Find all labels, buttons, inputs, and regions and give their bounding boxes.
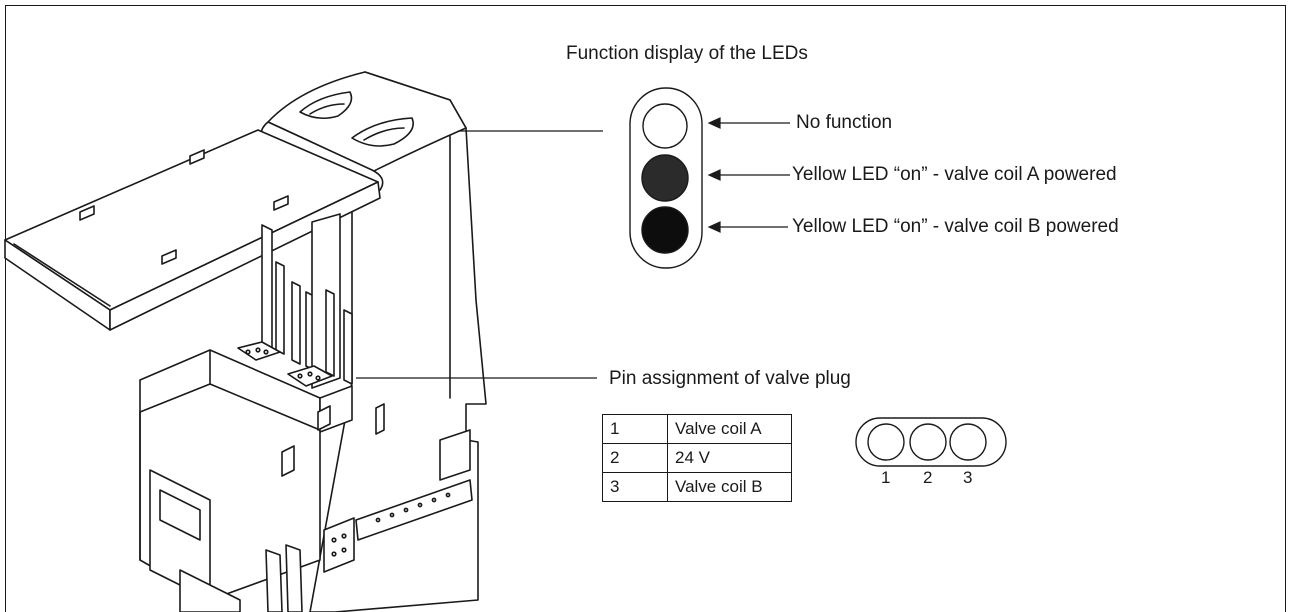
- led-indicator-panel: [629, 87, 790, 269]
- table-row: 2 24 V: [602, 443, 792, 473]
- pin-function: Valve coil B: [667, 472, 792, 502]
- led-2-label: Yellow LED “on” - valve coil A powered: [792, 164, 1117, 185]
- diagram-border: [5, 5, 1286, 612]
- table-row: 1 Valve coil A: [602, 414, 792, 444]
- pin-number: 3: [602, 472, 668, 502]
- table-row: 3 Valve coil B: [602, 472, 792, 502]
- pin-function: Valve coil A: [667, 414, 792, 444]
- led-1-indicator: [642, 103, 688, 149]
- plug-pin-label: 3: [963, 468, 973, 487]
- plug-pin-1: [867, 423, 905, 461]
- led-1-label: No function: [796, 112, 893, 133]
- valve-plug-pinout: [855, 417, 1007, 467]
- led-3-indicator: [641, 206, 689, 254]
- device-illustration: [4, 71, 487, 612]
- led-2-indicator: [641, 154, 689, 202]
- pin-assignment-table: 1 Valve coil A 2 24 V 3 Valve coil B: [602, 414, 792, 502]
- pin-number: 2: [602, 443, 668, 473]
- led-3-label: Yellow LED “on” - valve coil B powered: [792, 216, 1119, 237]
- led-display-title: Function display of the LEDs: [566, 43, 808, 64]
- plug-pin-3: [949, 423, 987, 461]
- plug-pin-label: 1: [881, 468, 891, 487]
- plug-pin-label: 2: [923, 468, 933, 487]
- plug-pin-2: [909, 423, 947, 461]
- pin-number: 1: [602, 414, 668, 444]
- pin-assignment-title: Pin assignment of valve plug: [609, 368, 851, 389]
- pin-function: 24 V: [667, 443, 792, 473]
